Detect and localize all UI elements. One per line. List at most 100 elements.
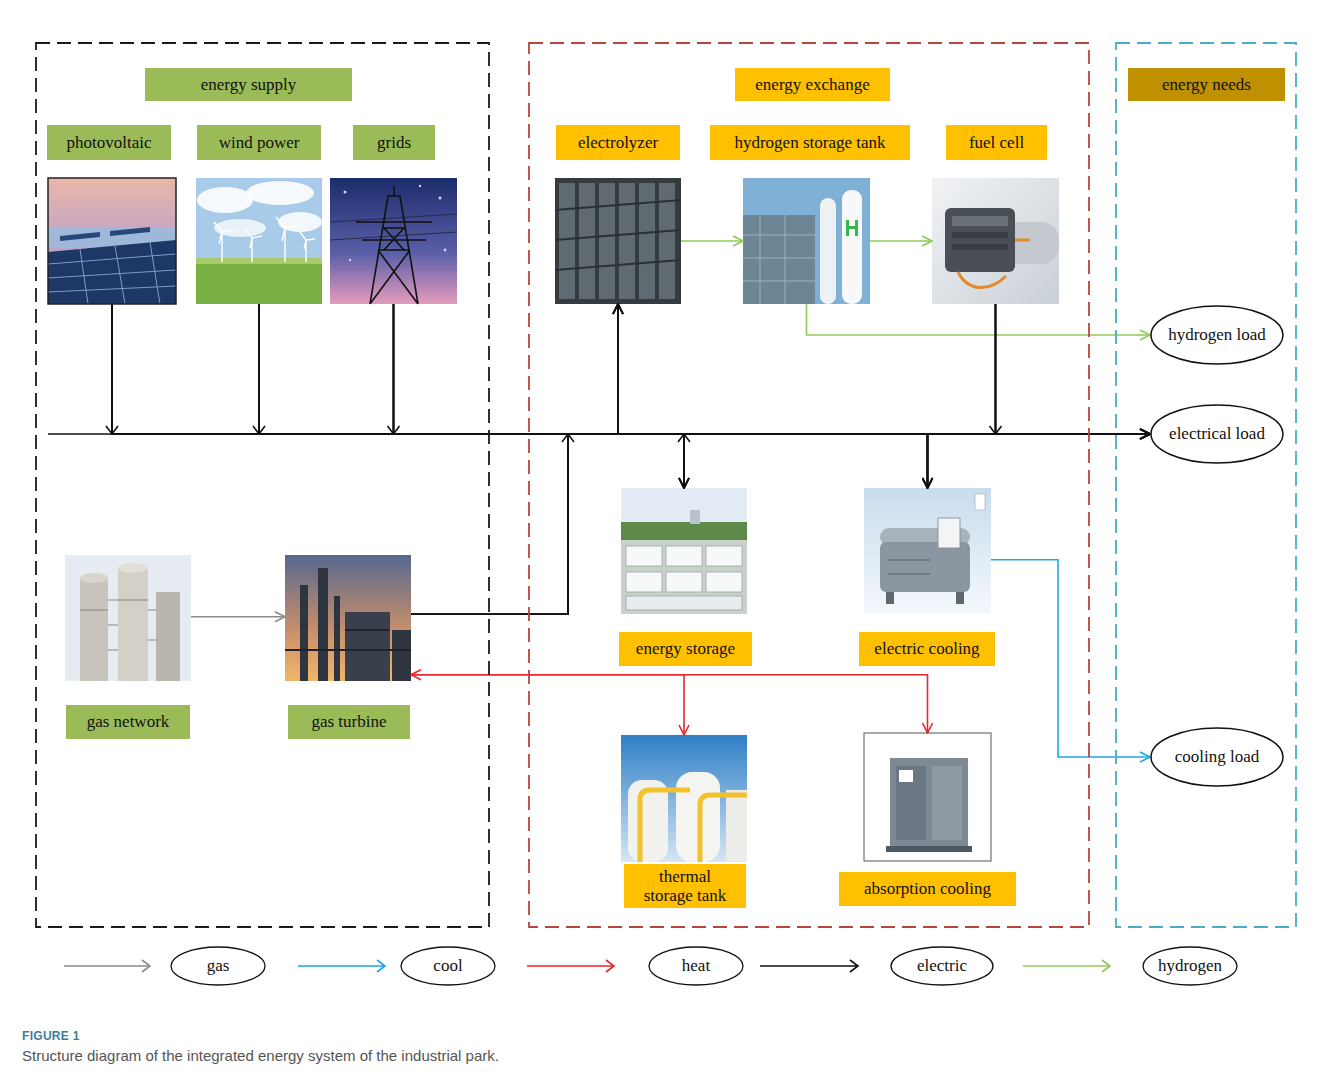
- grid-picture: [349, 259, 351, 261]
- legend-ellipse: [649, 947, 743, 985]
- grid-picture: [356, 186, 432, 304]
- label-text: gas network: [87, 712, 170, 731]
- absorption-cooling-picture: [890, 758, 968, 848]
- absorption-cooling-picture: [886, 846, 972, 852]
- legend-sample: [64, 960, 150, 972]
- component-node: fuel cell: [932, 125, 1059, 304]
- photovoltaic-picture: [60, 232, 100, 241]
- gas-network-picture: [65, 555, 191, 681]
- component-node: thermal storage tank: [621, 735, 747, 908]
- region-outline: [35, 42, 490, 928]
- component-node: gas network: [65, 555, 191, 739]
- photovoltaic-picture: [48, 178, 176, 304]
- gas-network-picture: [80, 573, 108, 583]
- flow-connector: [394, 304, 928, 488]
- region-panel: energy exchangeelectrolyzerhydrogen stor…: [528, 42, 1090, 928]
- flow-connector: [394, 304, 685, 488]
- picture-frame: [621, 735, 747, 862]
- grid-picture: [330, 214, 457, 240]
- flow-connector: [684, 434, 928, 488]
- fuel-cell-picture: [952, 216, 1008, 226]
- flow-connector: [684, 434, 1150, 488]
- flow-connector: [112, 304, 684, 488]
- flow-connector: [681, 240, 743, 242]
- flow-connector: [259, 304, 684, 488]
- electric-cooling-picture: [886, 592, 894, 604]
- picture-frame: [932, 178, 1059, 304]
- component-label: energy storage: [619, 632, 752, 666]
- component-node: energy storage: [619, 488, 752, 666]
- picture-frame: [285, 555, 411, 681]
- energy-storage-picture: [621, 488, 747, 614]
- picture-frame: [48, 178, 176, 304]
- legend-label: heat: [682, 956, 710, 976]
- gas-network-picture: [80, 600, 156, 650]
- flow-connector: [996, 304, 1151, 434]
- flow-connector: [411, 434, 1150, 614]
- region-outline: [1116, 43, 1296, 927]
- label-text: thermal storage tank: [644, 867, 727, 905]
- wind-power-picture: [246, 181, 314, 205]
- electrolyzer-picture: [555, 178, 681, 304]
- energy-storage-picture: [690, 510, 700, 524]
- grid-picture: [419, 185, 421, 187]
- energy-storage-picture: [626, 572, 662, 592]
- load-label: hydrogen load: [1168, 325, 1266, 345]
- load-ellipse: [1151, 306, 1283, 364]
- electrolyzer-picture: [559, 183, 575, 299]
- grid-picture: [330, 178, 457, 304]
- wind-power-picture: [196, 178, 322, 304]
- label-text: electrolyzer: [578, 133, 658, 152]
- energy-storage-picture: [626, 546, 662, 566]
- load-node: hydrogen load: [1150, 305, 1284, 365]
- fuel-cell-picture: [952, 232, 1008, 238]
- hydrogen-tank-picture: [743, 178, 870, 304]
- thermal-storage-picture: [726, 790, 747, 862]
- legend-sample: [760, 960, 858, 972]
- electric-cooling-picture: [975, 494, 985, 510]
- gas-turbine-picture: [334, 596, 340, 681]
- electrolyzer-picture: [619, 183, 635, 299]
- component-node: grids: [330, 125, 457, 304]
- legend-label: electric: [917, 956, 967, 976]
- gas-turbine-picture: [285, 555, 411, 681]
- legend-entry: heat: [648, 946, 744, 986]
- legend-entry: electric: [890, 946, 994, 986]
- flow-connector: [112, 304, 1150, 434]
- flow-connector: [684, 304, 996, 488]
- legend-entry: gas: [170, 946, 266, 986]
- label-text: hydrogen storage tank: [734, 133, 885, 152]
- picture-frame: [196, 178, 322, 304]
- flow-connector: [870, 240, 932, 242]
- thermal-storage-picture: [621, 735, 747, 862]
- absorption-cooling-picture: [864, 733, 991, 861]
- component-label: electric cooling: [859, 632, 995, 666]
- load-ellipse: [1151, 405, 1283, 463]
- label-text: wind power: [219, 133, 300, 152]
- picture-frame: [864, 488, 991, 614]
- gas-network-picture: [118, 568, 148, 681]
- picture-frame: [555, 178, 681, 304]
- hydrogen-tank-picture: [743, 215, 815, 304]
- energy-storage-picture: [621, 488, 747, 614]
- photovoltaic-picture: [48, 240, 176, 304]
- label-text: fuel cell: [969, 133, 1024, 152]
- region-panel: energy supplyphotovoltaicwind powergrids…: [35, 42, 490, 928]
- component-node: hydrogen storage tank: [710, 125, 910, 304]
- energy-storage-picture: [626, 596, 742, 610]
- gas-turbine-picture: [392, 630, 411, 681]
- region-outline: [529, 43, 1089, 927]
- flow-connector: [807, 304, 1151, 335]
- region-outline: [528, 42, 1090, 928]
- energy-storage-picture: [706, 546, 742, 566]
- legend-sample: [527, 960, 614, 972]
- electric-cooling-picture: [956, 592, 964, 604]
- load-node: electrical load: [1150, 404, 1284, 464]
- gas-network-picture: [118, 563, 148, 573]
- fuel-cell-picture: [958, 272, 1006, 288]
- fuel-cell-picture: [945, 208, 1015, 272]
- wind-power-picture: [196, 264, 322, 304]
